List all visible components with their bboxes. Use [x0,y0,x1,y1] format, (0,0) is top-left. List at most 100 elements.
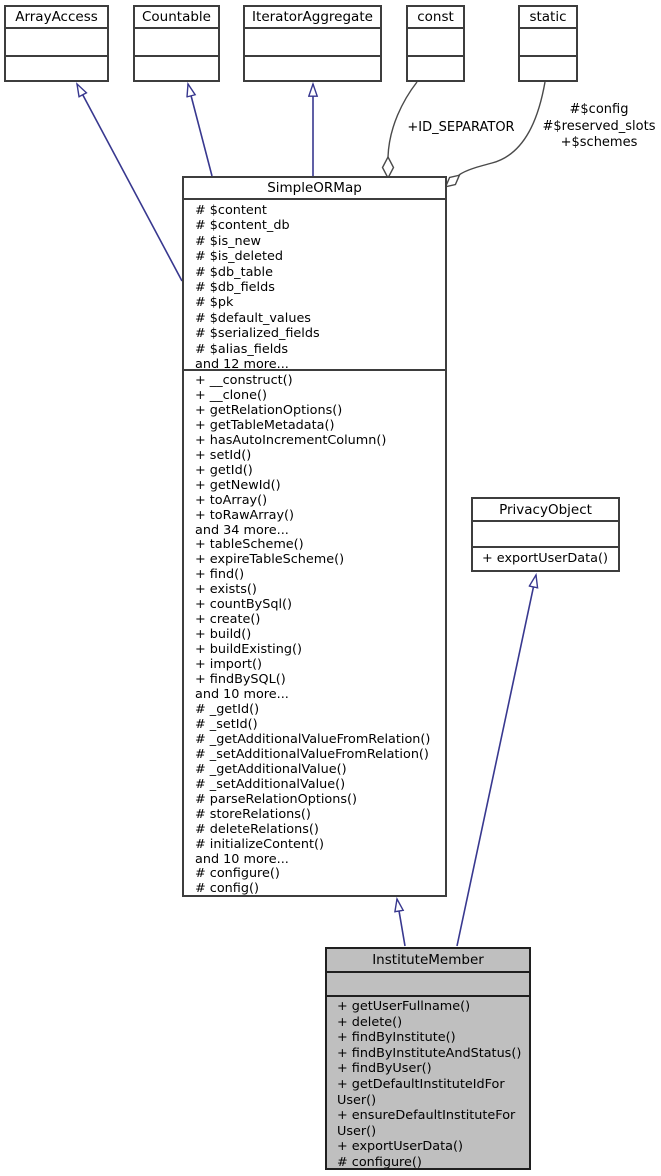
inheritance-arrow-arrayaccess [77,84,183,282]
class-name-simpleormap: SimpleORMap [184,178,445,200]
method-line: + findByInstitute() [337,1030,456,1046]
method-line: # parseRelationOptions() [195,791,358,807]
attribute-line: # $db_fields [195,280,275,296]
method-line: + delete() [337,1014,403,1030]
edge-label-id-separator: +ID_SEPARATOR [407,120,515,135]
attribute-line: # $content [195,203,267,218]
method-line: # _setId() [195,716,258,732]
method-line: + getTableMetadata() [195,417,335,433]
attributes-section-empty [473,522,618,548]
method-line: # _getAdditionalValue() [195,761,347,777]
methods-section-empty [135,57,218,80]
attributes-section-empty [135,29,218,57]
method-line: + create() [195,612,261,628]
method-line: # storeRelations() [195,806,311,822]
class-name-iteratoraggregate: IteratorAggregate [245,7,380,29]
class-box-simpleormap[interactable]: SimpleORMap # $content# $content_db# $is… [182,176,447,897]
attribute-line: # $pk [195,295,234,311]
class-name-institutemember: InstituteMember [327,949,529,973]
method-line: and 10 more... [195,851,289,867]
attribute-line: # $content_db [195,218,290,234]
aggregation-edge-const [387,81,418,158]
method-line: # initializeContent() [195,836,325,852]
method-line: + exportUserData() [482,551,608,566]
attribute-line: # $is_new [195,233,262,249]
method-line: + tableScheme() [195,537,304,553]
class-box-static[interactable]: static [518,5,578,82]
method-line: + findByUser() [337,1061,432,1077]
method-line: # _setAdditionalValue() [195,776,346,792]
edge-label-line: +$schemes [560,135,638,150]
method-line: + setId() [195,447,252,463]
class-box-arrayaccess[interactable]: ArrayAccess [4,5,109,82]
methods-section-simpleormap: + __construct()+ __clone()+ getRelationO… [184,371,445,895]
method-line: + getDefaultInstituteIdFor [337,1076,505,1092]
class-box-const[interactable]: const [406,5,465,82]
method-line: User() [337,1092,377,1108]
method-line: # configure() [337,1154,422,1168]
class-box-iteratoraggregate[interactable]: IteratorAggregate [243,5,382,82]
method-line: + import() [195,657,263,673]
method-line: + exportUserData() [337,1139,463,1155]
method-line: # configure() [195,866,280,882]
attributes-section-empty [245,29,380,57]
class-name-privacyobject: PrivacyObject [473,499,618,522]
class-box-countable[interactable]: Countable [133,5,220,82]
method-line: and 10 more... [195,687,289,703]
class-name-const: const [408,7,463,29]
method-line: and 34 more... [195,522,289,538]
attribute-line: # $default_values [195,310,311,326]
method-line: + getNewId() [195,477,281,493]
inheritance-arrow-privacyobject [456,575,536,947]
methods-section-empty [245,57,380,80]
attributes-section-empty [520,29,576,57]
class-name-static: static [520,7,576,29]
attributes-section-empty [6,29,107,57]
method-line: # _getAdditionalValueFromRelation() [195,731,431,747]
method-line: + find() [195,567,245,583]
method-line: + getUserFullname() [337,999,471,1014]
class-box-institutemember[interactable]: InstituteMember + getUserFullname()+ del… [325,947,531,1170]
aggregation-edge-static [458,81,546,176]
method-line: # _getId() [195,701,260,717]
method-line: + hasAutoIncrementColumn() [195,432,387,448]
method-line: + toRawArray() [195,507,295,523]
inheritance-arrow-countable [188,84,213,177]
method-line: + toArray() [195,492,268,508]
methods-section-empty [520,57,576,80]
method-line: + expireTableScheme() [195,552,345,568]
edge-label-static-members: #$config#$reserved_slots+$schemes [538,102,660,152]
method-line: + exists() [195,582,257,598]
attribute-line: # $db_table [195,264,273,280]
method-line: + findBySQL() [195,672,286,688]
methods-section-empty [6,57,107,80]
method-line: + findByInstituteAndStatus() [337,1045,522,1061]
attribute-line: # $is_deleted [195,249,283,265]
class-name-arrayaccess: ArrayAccess [6,7,107,29]
edge-label-line: #$reserved_slots [542,118,656,134]
attributes-section-empty [408,29,463,57]
class-box-privacyobject[interactable]: PrivacyObject + exportUserData() [471,497,620,572]
method-line: + __construct() [195,373,293,388]
method-line: # deleteRelations() [195,821,319,837]
method-line: + ensureDefaultInstituteFor [337,1108,516,1124]
method-line: + buildExisting() [195,642,302,658]
methods-section-empty [408,57,463,80]
aggregation-diamond-const [381,155,395,180]
method-line: + countBySql() [195,597,293,613]
method-line: User() [337,1123,377,1139]
attributes-section-simpleormap: # $content# $content_db# $is_new# $is_de… [184,200,445,371]
attributes-section-empty [327,973,529,997]
method-line: + getRelationOptions() [195,402,343,418]
method-line: + build() [195,627,252,643]
method-line: + getId() [195,462,253,478]
aggregation-diamond-static [444,174,461,188]
method-line: + __clone() [195,387,267,403]
attribute-line: # $serialized_fields [195,326,320,342]
class-name-countable: Countable [135,7,218,29]
method-line: # config() [195,881,259,895]
edge-label-line: #$config [569,102,629,117]
methods-section-institutemember: + getUserFullname()+ delete()+ findByIns… [327,997,529,1168]
methods-section-privacyobject: + exportUserData() [473,548,618,570]
